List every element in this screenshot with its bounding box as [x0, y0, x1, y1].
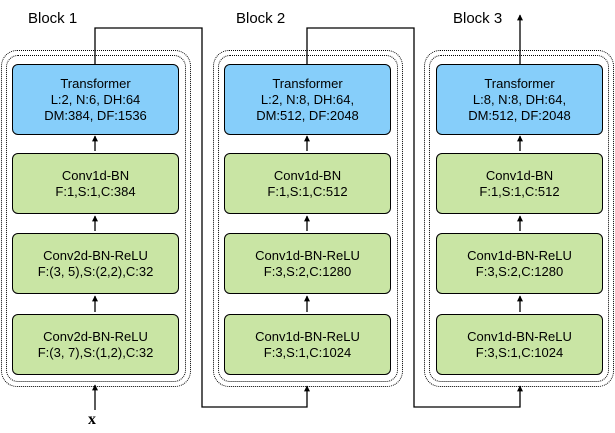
block-2-title: Block 2 — [236, 10, 286, 27]
block-2-conv-2-params: F:3,S:2,C:1280 — [263, 263, 352, 279]
block-3-conv-3-params: F:3,S:1,C:1024 — [475, 344, 564, 360]
block-1-conv-1: Conv1d-BN F:1,S:1,C:384 — [12, 153, 179, 214]
block-1-conv-2-name: Conv2d-BN-ReLU — [43, 247, 148, 263]
block-1-transformer: Transformer L:2, N:6, DH:64 DM:384, DF:1… — [12, 64, 179, 135]
block-2-conv-2-name: Conv1d-BN-ReLU — [255, 247, 360, 263]
block-2-conv-1-name: Conv1d-BN — [273, 167, 342, 183]
block-1-inner-frame — [6, 55, 186, 382]
block-3-transformer-line1: L:8, N:8, DH:64, — [472, 91, 567, 107]
input-label: x — [88, 411, 96, 428]
block-2-conv-3: Conv1d-BN-ReLU F:3,S:1,C:1024 — [224, 314, 391, 375]
block-2-conv-1-params: F:1,S:1,C:512 — [267, 183, 348, 199]
block-2-inner-frame — [218, 55, 398, 382]
block-1-conv-1-name: Conv1d-BN — [61, 167, 130, 183]
block-2-conv-3-name: Conv1d-BN-ReLU — [255, 328, 360, 344]
block-1-conv-3-name: Conv2d-BN-ReLU — [43, 328, 148, 344]
block-2-transformer-name: Transformer — [272, 75, 343, 91]
block-1-transformer-line1: L:2, N:6, DH:64 — [50, 91, 141, 107]
block-3-outer-frame — [424, 50, 614, 387]
block-2-outer-frame — [213, 50, 403, 387]
block-3-conv-1-params: F:1,S:1,C:512 — [479, 183, 560, 199]
block-1-title: Block 1 — [28, 10, 78, 27]
block-2-transformer-line1: L:2, N:8, DH:64, — [260, 91, 355, 107]
block-3-transformer: Transformer L:8, N:8, DH:64, DM:512, DF:… — [436, 64, 603, 135]
block-1-outer-frame — [1, 50, 191, 387]
block-2-transformer-line2: DM:512, DF:2048 — [256, 107, 359, 123]
block-3-title: Block 3 — [453, 10, 503, 27]
block-1-conv-2-params: F:(3, 5),S:(2,2),C:32 — [37, 263, 154, 279]
block-2-conv-2: Conv1d-BN-ReLU F:3,S:2,C:1280 — [224, 233, 391, 294]
block-3-transformer-line2: DM:512, DF:2048 — [468, 107, 571, 123]
block-1-conv-3-params: F:(3, 7),S:(1,2),C:32 — [37, 344, 154, 360]
block-3-conv-2: Conv1d-BN-ReLU F:3,S:2,C:1280 — [436, 233, 603, 294]
block-1-conv-1-params: F:1,S:1,C:384 — [55, 183, 136, 199]
block-1-transformer-line2: DM:384, DF:1536 — [44, 107, 147, 123]
block-2-transformer: Transformer L:2, N:8, DH:64, DM:512, DF:… — [224, 64, 391, 135]
block-3-inner-frame — [429, 55, 609, 382]
block-3-conv-1: Conv1d-BN F:1,S:1,C:512 — [436, 153, 603, 214]
block-3-conv-2-name: Conv1d-BN-ReLU — [467, 247, 572, 263]
block-3-conv-3-name: Conv1d-BN-ReLU — [467, 328, 572, 344]
block-3-conv-1-name: Conv1d-BN — [485, 167, 554, 183]
block-3-conv-2-params: F:3,S:2,C:1280 — [475, 263, 564, 279]
block-2-conv-1: Conv1d-BN F:1,S:1,C:512 — [224, 153, 391, 214]
block-2-conv-3-params: F:3,S:1,C:1024 — [263, 344, 352, 360]
block-1-conv-2: Conv2d-BN-ReLU F:(3, 5),S:(2,2),C:32 — [12, 233, 179, 294]
block-3-conv-3: Conv1d-BN-ReLU F:3,S:1,C:1024 — [436, 314, 603, 375]
block-1-conv-3: Conv2d-BN-ReLU F:(3, 7),S:(1,2),C:32 — [12, 314, 179, 375]
block-3-transformer-name: Transformer — [484, 75, 555, 91]
block-1-transformer-name: Transformer — [60, 75, 131, 91]
